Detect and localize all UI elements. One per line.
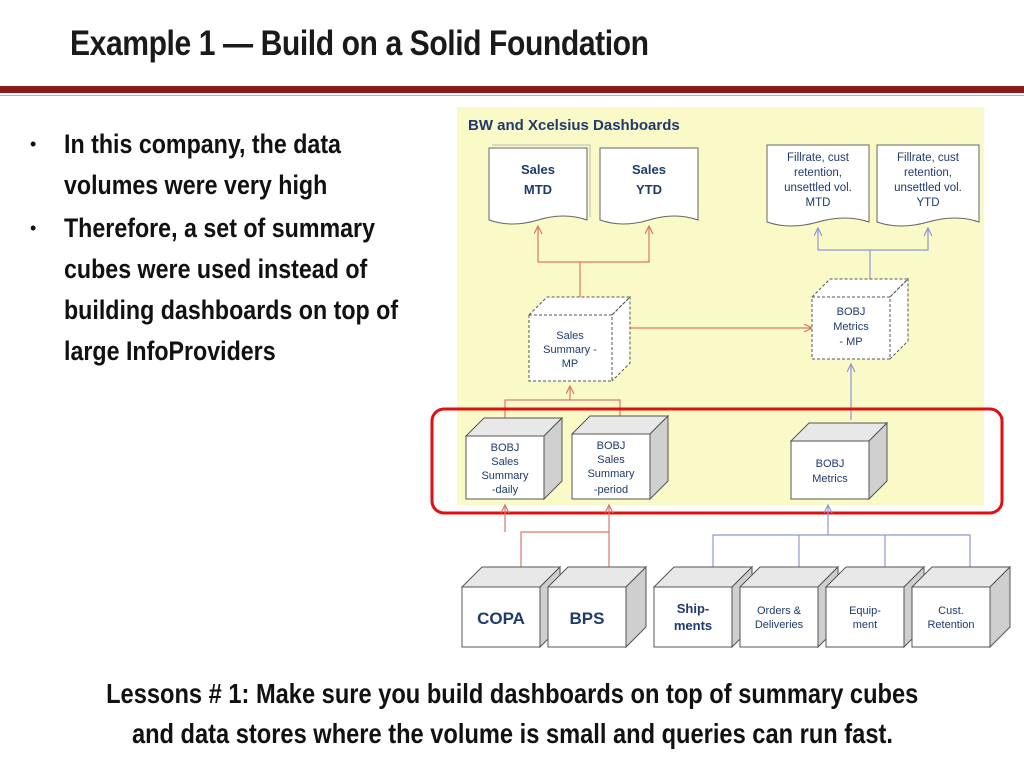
cube-label: Sales [556, 330, 584, 342]
report-label: unsettled vol. [894, 182, 962, 194]
bullet-text: In this company, the data volumes were v… [64, 129, 341, 200]
bullet-item: • In this company, the data volumes were … [30, 124, 430, 206]
cube-label: - MP [839, 336, 862, 348]
report-label: MTD [524, 182, 552, 197]
cube-label: Metrics [833, 321, 869, 333]
source-label: Retention [927, 619, 974, 631]
report-label: MTD [806, 197, 831, 209]
bullet-item: • Therefore, a set of summary cubes were … [30, 208, 430, 372]
cube-label: BOBJ [837, 306, 866, 318]
lesson-text: Lessons # 1: Make sure you build dashboa… [0, 674, 1024, 754]
report-sales-mtd: Sales MTD [488, 144, 591, 225]
report-label: Sales [521, 162, 555, 177]
slide-title: Example 1 — Build on a Solid Foundation [70, 24, 649, 63]
source-label: Orders & [757, 605, 802, 617]
report-label: Fillrate, cust [897, 152, 960, 164]
source-label: Equip- [849, 605, 881, 617]
source-label: ment [853, 619, 877, 631]
report-metrics-mtd: Fillrate, cust retention, unsettled vol.… [766, 144, 870, 227]
connector-sources-to-summary [505, 505, 609, 567]
connector-metrics-mp-to-reports [818, 228, 928, 280]
source-equipment: Equip- ment [824, 565, 926, 649]
lesson-line: Lessons # 1: Make sure you build dashboa… [105, 678, 919, 709]
cube-bobj-sales-summary-period: BOBJ Sales Summary -period [570, 414, 670, 501]
bullet-text: Therefore, a set of summary cubes were u… [64, 213, 399, 366]
report-label: retention, [794, 167, 842, 179]
source-label: ments [674, 618, 712, 633]
cube-label: -daily [492, 484, 519, 496]
cube-label: BOBJ [491, 442, 520, 454]
bullet-list: • In this company, the data volumes were … [30, 124, 430, 374]
bullet-icon: • [30, 134, 37, 154]
cube-bobj-metrics: BOBJ Metrics [789, 421, 889, 501]
report-sales-ytd: Sales YTD [599, 147, 699, 225]
cube-label: Summary - [543, 344, 597, 356]
cube-label: Metrics [812, 473, 848, 485]
report-metrics-ytd: Fillrate, cust retention, unsettled vol.… [876, 144, 980, 227]
connector-sales-mp-to-reports [538, 226, 812, 328]
cube-bobj-sales-summary-daily: BOBJ Sales Summary -daily [464, 416, 564, 501]
report-label: YTD [917, 197, 940, 209]
cube-label: Sales [597, 454, 625, 466]
report-label: Sales [632, 162, 666, 177]
bullet-icon: • [30, 218, 37, 238]
source-cust-retention: Cust. Retention [910, 565, 1012, 649]
report-label: unsettled vol. [784, 182, 852, 194]
source-copa: COPA [460, 565, 562, 649]
title-divider [0, 86, 1024, 93]
report-label: Fillrate, cust [787, 152, 850, 164]
cube-sales-summary-mp: Sales Summary - MP [528, 295, 632, 382]
cube-label: -period [594, 484, 628, 496]
report-label: YTD [636, 182, 662, 197]
cube-label: BOBJ [816, 458, 845, 470]
source-label: Ship- [677, 601, 710, 616]
source-label: BPS [570, 609, 605, 628]
cube-label: Sales [491, 456, 519, 468]
cube-label: Summary [587, 468, 635, 480]
cube-label: BOBJ [597, 440, 626, 452]
cube-bobj-metrics-mp: BOBJ Metrics - MP [811, 277, 910, 360]
cube-label: Summary [481, 470, 529, 482]
source-label: Deliveries [755, 619, 804, 631]
source-label: Cust. [938, 605, 964, 617]
connector-sources-to-metrics [712, 505, 971, 567]
source-bps: BPS [546, 565, 648, 649]
cube-label: MP [562, 358, 579, 370]
source-label: COPA [477, 609, 525, 628]
panel-title: BW and Xcelsius Dashboards [468, 117, 680, 134]
summary-cubes-highlight [430, 407, 1004, 515]
lesson-line: and data stores where the volume is smal… [131, 718, 893, 749]
report-label: retention, [904, 167, 952, 179]
source-orders-deliveries: Orders & Deliveries [738, 565, 840, 649]
title-divider-shadow [0, 95, 1024, 96]
source-shipments: Ship- ments [652, 565, 754, 649]
